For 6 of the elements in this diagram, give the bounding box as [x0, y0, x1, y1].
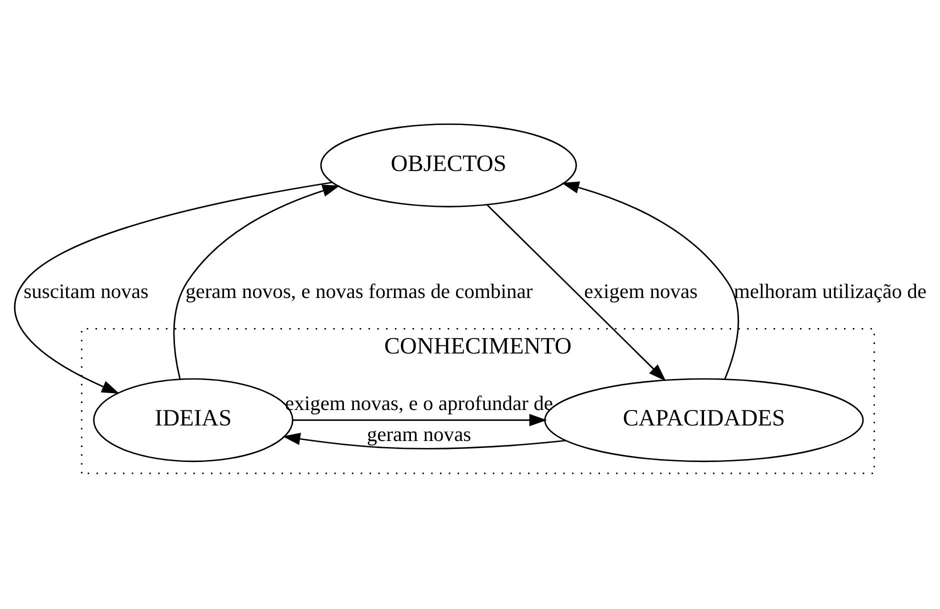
edge-label: exigem novas, e o aprofundar de	[285, 393, 553, 416]
edge-label: geram novas	[366, 424, 472, 446]
edge-label: suscitam novas	[24, 281, 149, 304]
edge-label: geram novos, e novas formas de combinar	[185, 281, 533, 304]
edge-label: melhoram utilização de	[734, 281, 927, 304]
edge-label: exigem novas	[584, 281, 698, 304]
